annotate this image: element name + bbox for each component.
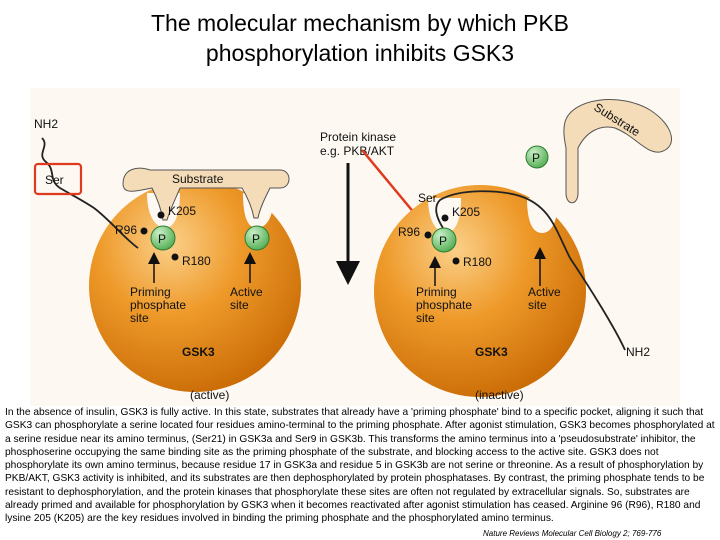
diagram-svg: Substrate NH2 Ser K205 R96 R180 P P Prim… [30, 88, 680, 406]
phosphate-substrate-right [525, 145, 549, 169]
phosphate-priming-left [150, 225, 176, 251]
title-line-2: phosphorylation inhibits GSK3 [205, 40, 515, 66]
active-pocket-right [527, 198, 558, 233]
r96-dot-right [424, 231, 432, 239]
phosphate-label-substrate: P [532, 151, 540, 165]
figure-caption: In the absence of insulin, GSK3 is fully… [5, 407, 715, 525]
gsk3-label-right: GSK3 [475, 345, 508, 359]
n-terminal-tail-left [41, 137, 139, 249]
r180-dot-left [171, 253, 179, 261]
k205-label-left: K205 [168, 204, 196, 218]
substrate-shape-right [563, 99, 672, 204]
priming-label-right-1: Priming [416, 285, 457, 299]
ser-highlight-box [33, 162, 83, 196]
phosphate-pseudosubstrate-right [431, 227, 457, 253]
r96-label-right: R96 [398, 225, 420, 239]
k205-label-right: K205 [452, 205, 480, 219]
substrate-shape-left [122, 167, 290, 221]
r96-label-left: R96 [115, 223, 137, 237]
kinase-group: Protein kinase e.g. PKB/AKT [320, 130, 440, 285]
ser-label-left: Ser [45, 173, 64, 187]
substrate-label-left: Substrate [172, 172, 224, 186]
n-terminal-tail-right [435, 190, 626, 351]
nh2-label-left: NH2 [34, 117, 58, 131]
ser-label-right: Ser [418, 191, 437, 205]
priming-label-left-3: site [130, 311, 149, 325]
active-label-left-2: site [230, 298, 249, 312]
priming-label-right-3: site [416, 311, 435, 325]
r180-dot-right [452, 257, 460, 265]
title-line-1: The molecular mechanism by which PKB [151, 10, 569, 36]
priming-label-right-2: phosphate [416, 298, 472, 312]
priming-label-left-2: phosphate [130, 298, 186, 312]
page-title: The molecular mechanism by which PKB pho… [0, 8, 720, 68]
priming-label-left-1: Priming [130, 285, 171, 299]
kinase-label-2: e.g. PKB/AKT [320, 144, 395, 158]
kinase-label-1: Protein kinase [320, 130, 396, 144]
phosphate-label-left-1: P [158, 232, 166, 246]
state-label-inactive: (inactive) [475, 388, 524, 402]
mechanism-diagram: Substrate NH2 Ser K205 R96 R180 P P Prim… [30, 88, 680, 406]
state-label-active: (active) [190, 388, 229, 402]
gsk3-active-group: Substrate NH2 Ser K205 R96 R180 P P Prim… [33, 117, 301, 402]
active-label-left-1: Active [230, 285, 263, 299]
gsk3-label-left: GSK3 [182, 345, 215, 359]
k205-dot-left [157, 211, 165, 219]
citation: Nature Reviews Molecular Cell Biology 2;… [483, 529, 662, 538]
r180-label-right: R180 [463, 255, 492, 269]
nh2-label-right: NH2 [626, 345, 650, 359]
phosphate-label-left-2: P [252, 232, 260, 246]
phosphate-label-right: P [439, 234, 447, 248]
phosphate-active-left [244, 225, 270, 251]
active-label-right-1: Active [528, 285, 561, 299]
r180-label-left: R180 [182, 254, 211, 268]
active-label-right-2: site [528, 298, 547, 312]
k205-dot-right [441, 214, 449, 222]
gsk3-inactive-group: Substrate P NH2 Ser K205 R96 R180 P Prim… [374, 99, 672, 402]
r96-dot-left [140, 227, 148, 235]
